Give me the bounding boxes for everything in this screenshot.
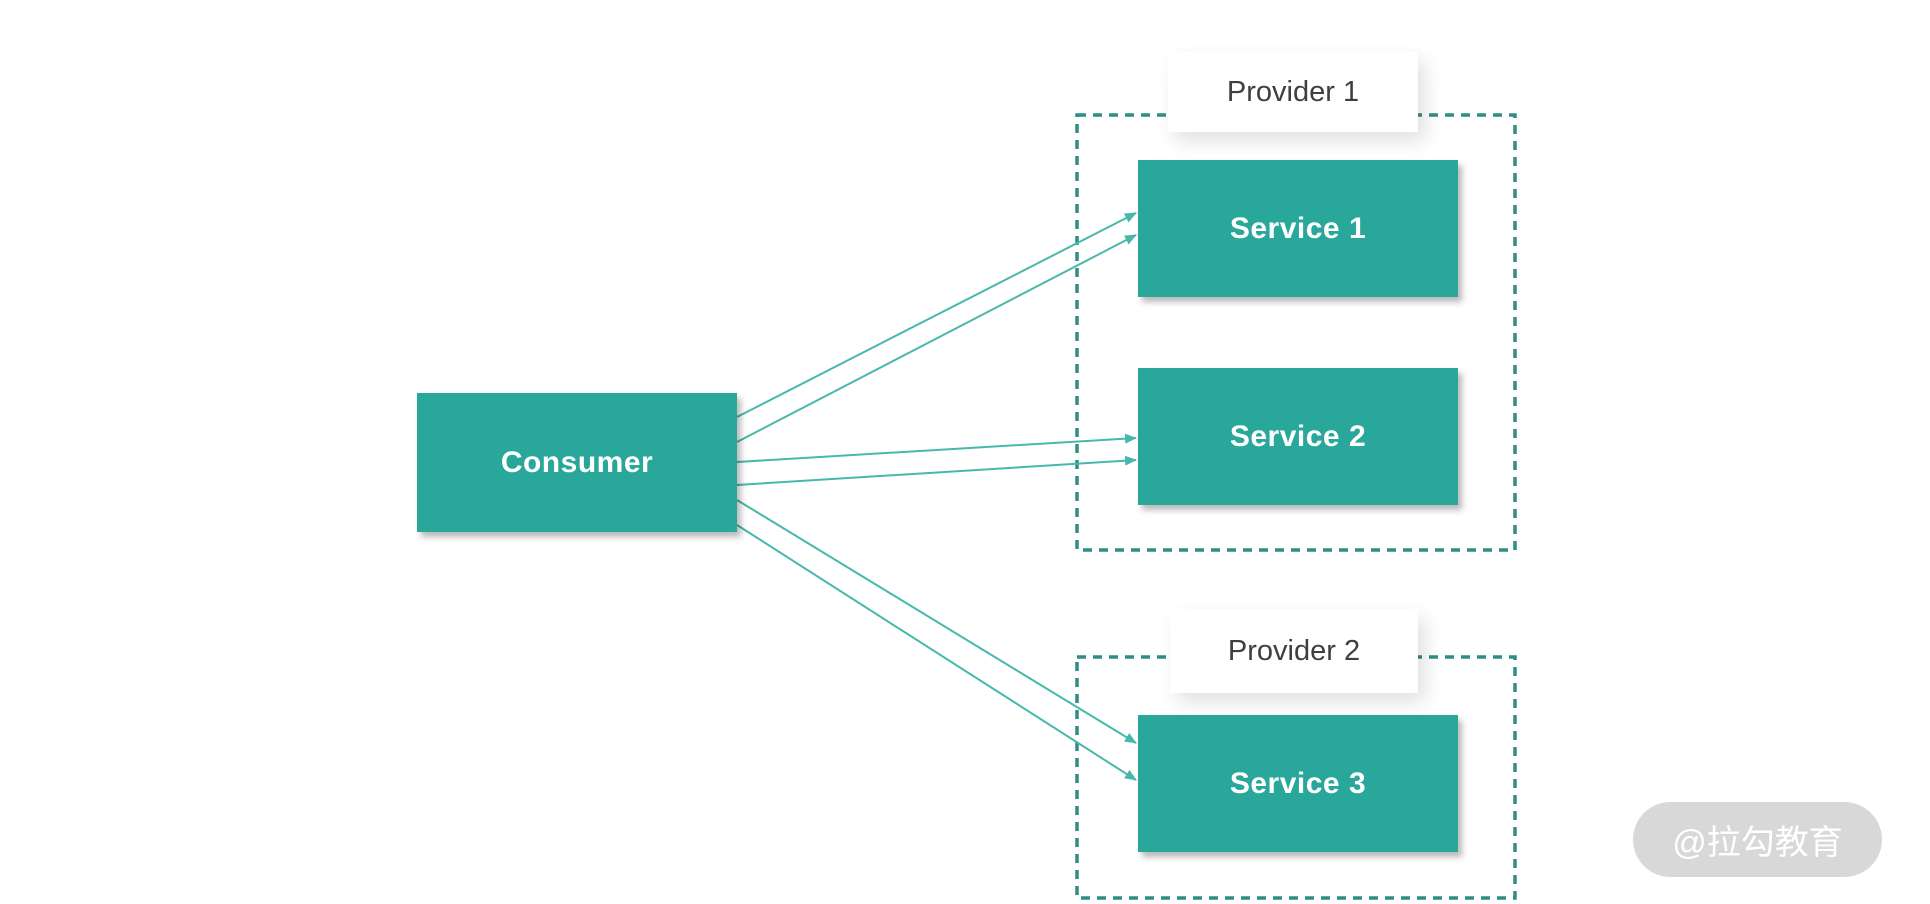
provider2-label: Provider 2	[1170, 609, 1418, 693]
provider2-dashed-box	[1075, 655, 1517, 900]
node-service-2: Service 2	[1138, 368, 1458, 505]
node-service-1: Service 1	[1138, 160, 1458, 297]
arrow-consumer-service2-a	[736, 433, 1137, 463]
arrow-consumer-service2-b	[736, 455, 1137, 486]
arrow-consumer-service1-a	[736, 212, 1137, 418]
arrow-consumer-service3-b	[736, 524, 1137, 781]
provider1-label: Provider 1	[1168, 52, 1418, 132]
node-service-3: Service 3	[1138, 715, 1458, 852]
node-consumer: Consumer	[417, 393, 737, 532]
arrow-consumer-service3-a	[736, 499, 1137, 744]
provider1-dashed-box	[1075, 113, 1517, 552]
watermark-badge: @拉勾教育	[1633, 802, 1882, 877]
arrow-consumer-service1-b	[736, 234, 1137, 443]
